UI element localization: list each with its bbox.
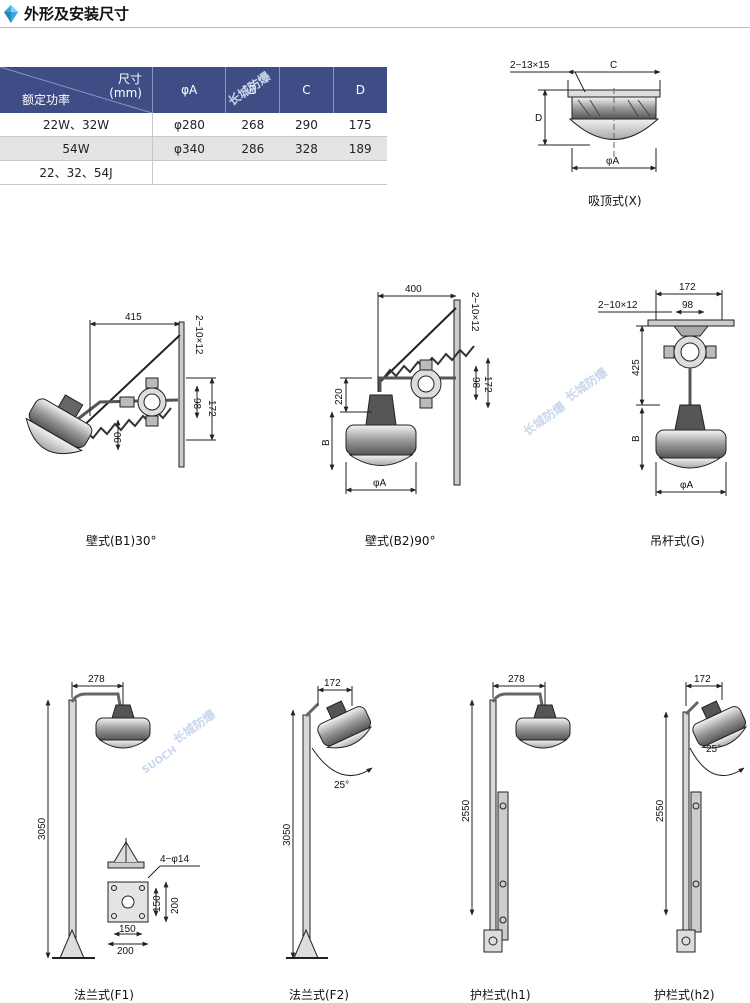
dim-f2-h: 3050 [282, 823, 293, 846]
table-row: 22、32、54J [0, 160, 387, 185]
caption-wall-b2: 壁式(B2)90° [365, 534, 436, 548]
diagonal-divider [0, 67, 152, 113]
row-value-a: φ280 [151, 113, 226, 137]
dim-b2-a: φA [373, 478, 386, 489]
row-value-b: 268 [225, 113, 280, 137]
dim-b2-172: 172 [482, 376, 493, 393]
row-value-b: 286 [225, 136, 280, 161]
caption-flange-f2: 法兰式(F2) [289, 988, 349, 1002]
dim-x-d: D [535, 113, 542, 124]
dim-f1-h: 3050 [37, 817, 48, 840]
caption-guardrail-h2: 护栏式(h2) [654, 988, 715, 1002]
header-divider [0, 27, 750, 28]
dim-f1-w200: 200 [117, 946, 134, 957]
col-header-d: D [332, 67, 387, 113]
dim-h1-w: 278 [508, 674, 525, 685]
drawing-guardrail-h1 [469, 682, 571, 953]
row-value-c: 290 [279, 113, 334, 137]
dim-f1-holes: 4−φ14 [160, 854, 189, 865]
caption-ceiling-mount: 吸顶式(X) [588, 194, 642, 208]
dim-b2-hole: 2−10×12 [469, 292, 480, 332]
dim-b1-172: 172 [206, 400, 217, 417]
caption-pendant: 吊杆式(G) [650, 534, 705, 548]
header-unit-label: (mm) [109, 86, 142, 100]
dim-h2-h: 2550 [655, 799, 666, 822]
col-header-b: B [225, 67, 280, 113]
caption-flange-f1: 法兰式(F1) [74, 988, 134, 1002]
table-corner-cell: 尺寸 (mm) 额定功率 [0, 67, 153, 113]
col-header-c: C [279, 67, 334, 113]
row-value-d: 175 [333, 113, 387, 137]
row-power: 22、32、54J [0, 160, 153, 185]
drawing-wall-b1 [25, 320, 216, 468]
table-row: 22W、32W φ280 268 290 175 [0, 113, 387, 137]
caption-guardrail-h1: 护栏式(h1) [470, 988, 531, 1002]
table-header-row: 尺寸 (mm) 额定功率 φA B C D [0, 67, 387, 113]
dim-g-98: 98 [682, 300, 694, 311]
dim-g-a: φA [680, 480, 693, 491]
dim-g-425: 425 [631, 359, 642, 376]
dim-f1-d150: 150 [152, 895, 163, 912]
dim-f1-w: 278 [88, 674, 105, 685]
caption-wall-b1: 壁式(B1)30° [86, 534, 157, 548]
row-value-a: φ340 [151, 136, 226, 161]
section-header: 外形及安装尺寸 [0, 0, 750, 28]
row-empty-merged [152, 160, 387, 185]
dim-b2-b: B [321, 439, 332, 446]
header-power-label: 额定功率 [22, 93, 71, 107]
dim-b2-w: 400 [405, 284, 422, 295]
dim-b2-220: 220 [334, 388, 345, 405]
dim-x-c: C [610, 60, 617, 71]
dim-f2-w: 172 [324, 678, 341, 689]
row-value-c: 328 [279, 136, 334, 161]
dim-h1-h: 2550 [461, 799, 472, 822]
dim-x-a: φA [606, 156, 619, 167]
dim-g-b: B [631, 435, 642, 442]
section-title: 外形及安装尺寸 [24, 5, 130, 23]
row-power: 54W [0, 136, 153, 161]
dim-b1-hole: 2−10×12 [193, 315, 204, 355]
drawing-wall-b2 [329, 292, 491, 494]
drawing-guardrail-h2 [663, 682, 748, 953]
dim-h2-angle: 25° [706, 744, 721, 755]
table-row: 54W φ340 286 328 189 [0, 136, 387, 161]
col-header-a: φA [151, 67, 226, 113]
dim-b2-98: 98 [470, 377, 481, 389]
dim-g-hole: 2−10×12 [598, 300, 638, 311]
dim-f1-w150: 150 [119, 924, 136, 935]
dim-g-172: 172 [679, 282, 696, 293]
dim-x-hole: 2−13×15 [510, 60, 550, 71]
drawing-ceiling-mount [510, 69, 661, 172]
dim-b1-w: 415 [125, 312, 142, 323]
drawing-flange-f2 [286, 686, 373, 959]
drawing-flange-f1 [45, 682, 200, 959]
dim-h2-w: 172 [694, 674, 711, 685]
dimension-table: 尺寸 (mm) 额定功率 φA B C D 22W、32W φ280 268 2… [0, 67, 387, 185]
row-value-d: 189 [333, 136, 387, 161]
dim-b1-98: 98 [191, 398, 202, 410]
drawing-pendant [598, 290, 735, 496]
dim-f1-d200: 200 [170, 897, 181, 914]
diamond-icon [4, 5, 18, 23]
row-power: 22W、32W [0, 113, 153, 137]
dim-b1-90: 90 [113, 431, 124, 443]
dim-f2-angle: 25° [334, 780, 349, 791]
header-size-label: 尺寸 [117, 72, 142, 86]
